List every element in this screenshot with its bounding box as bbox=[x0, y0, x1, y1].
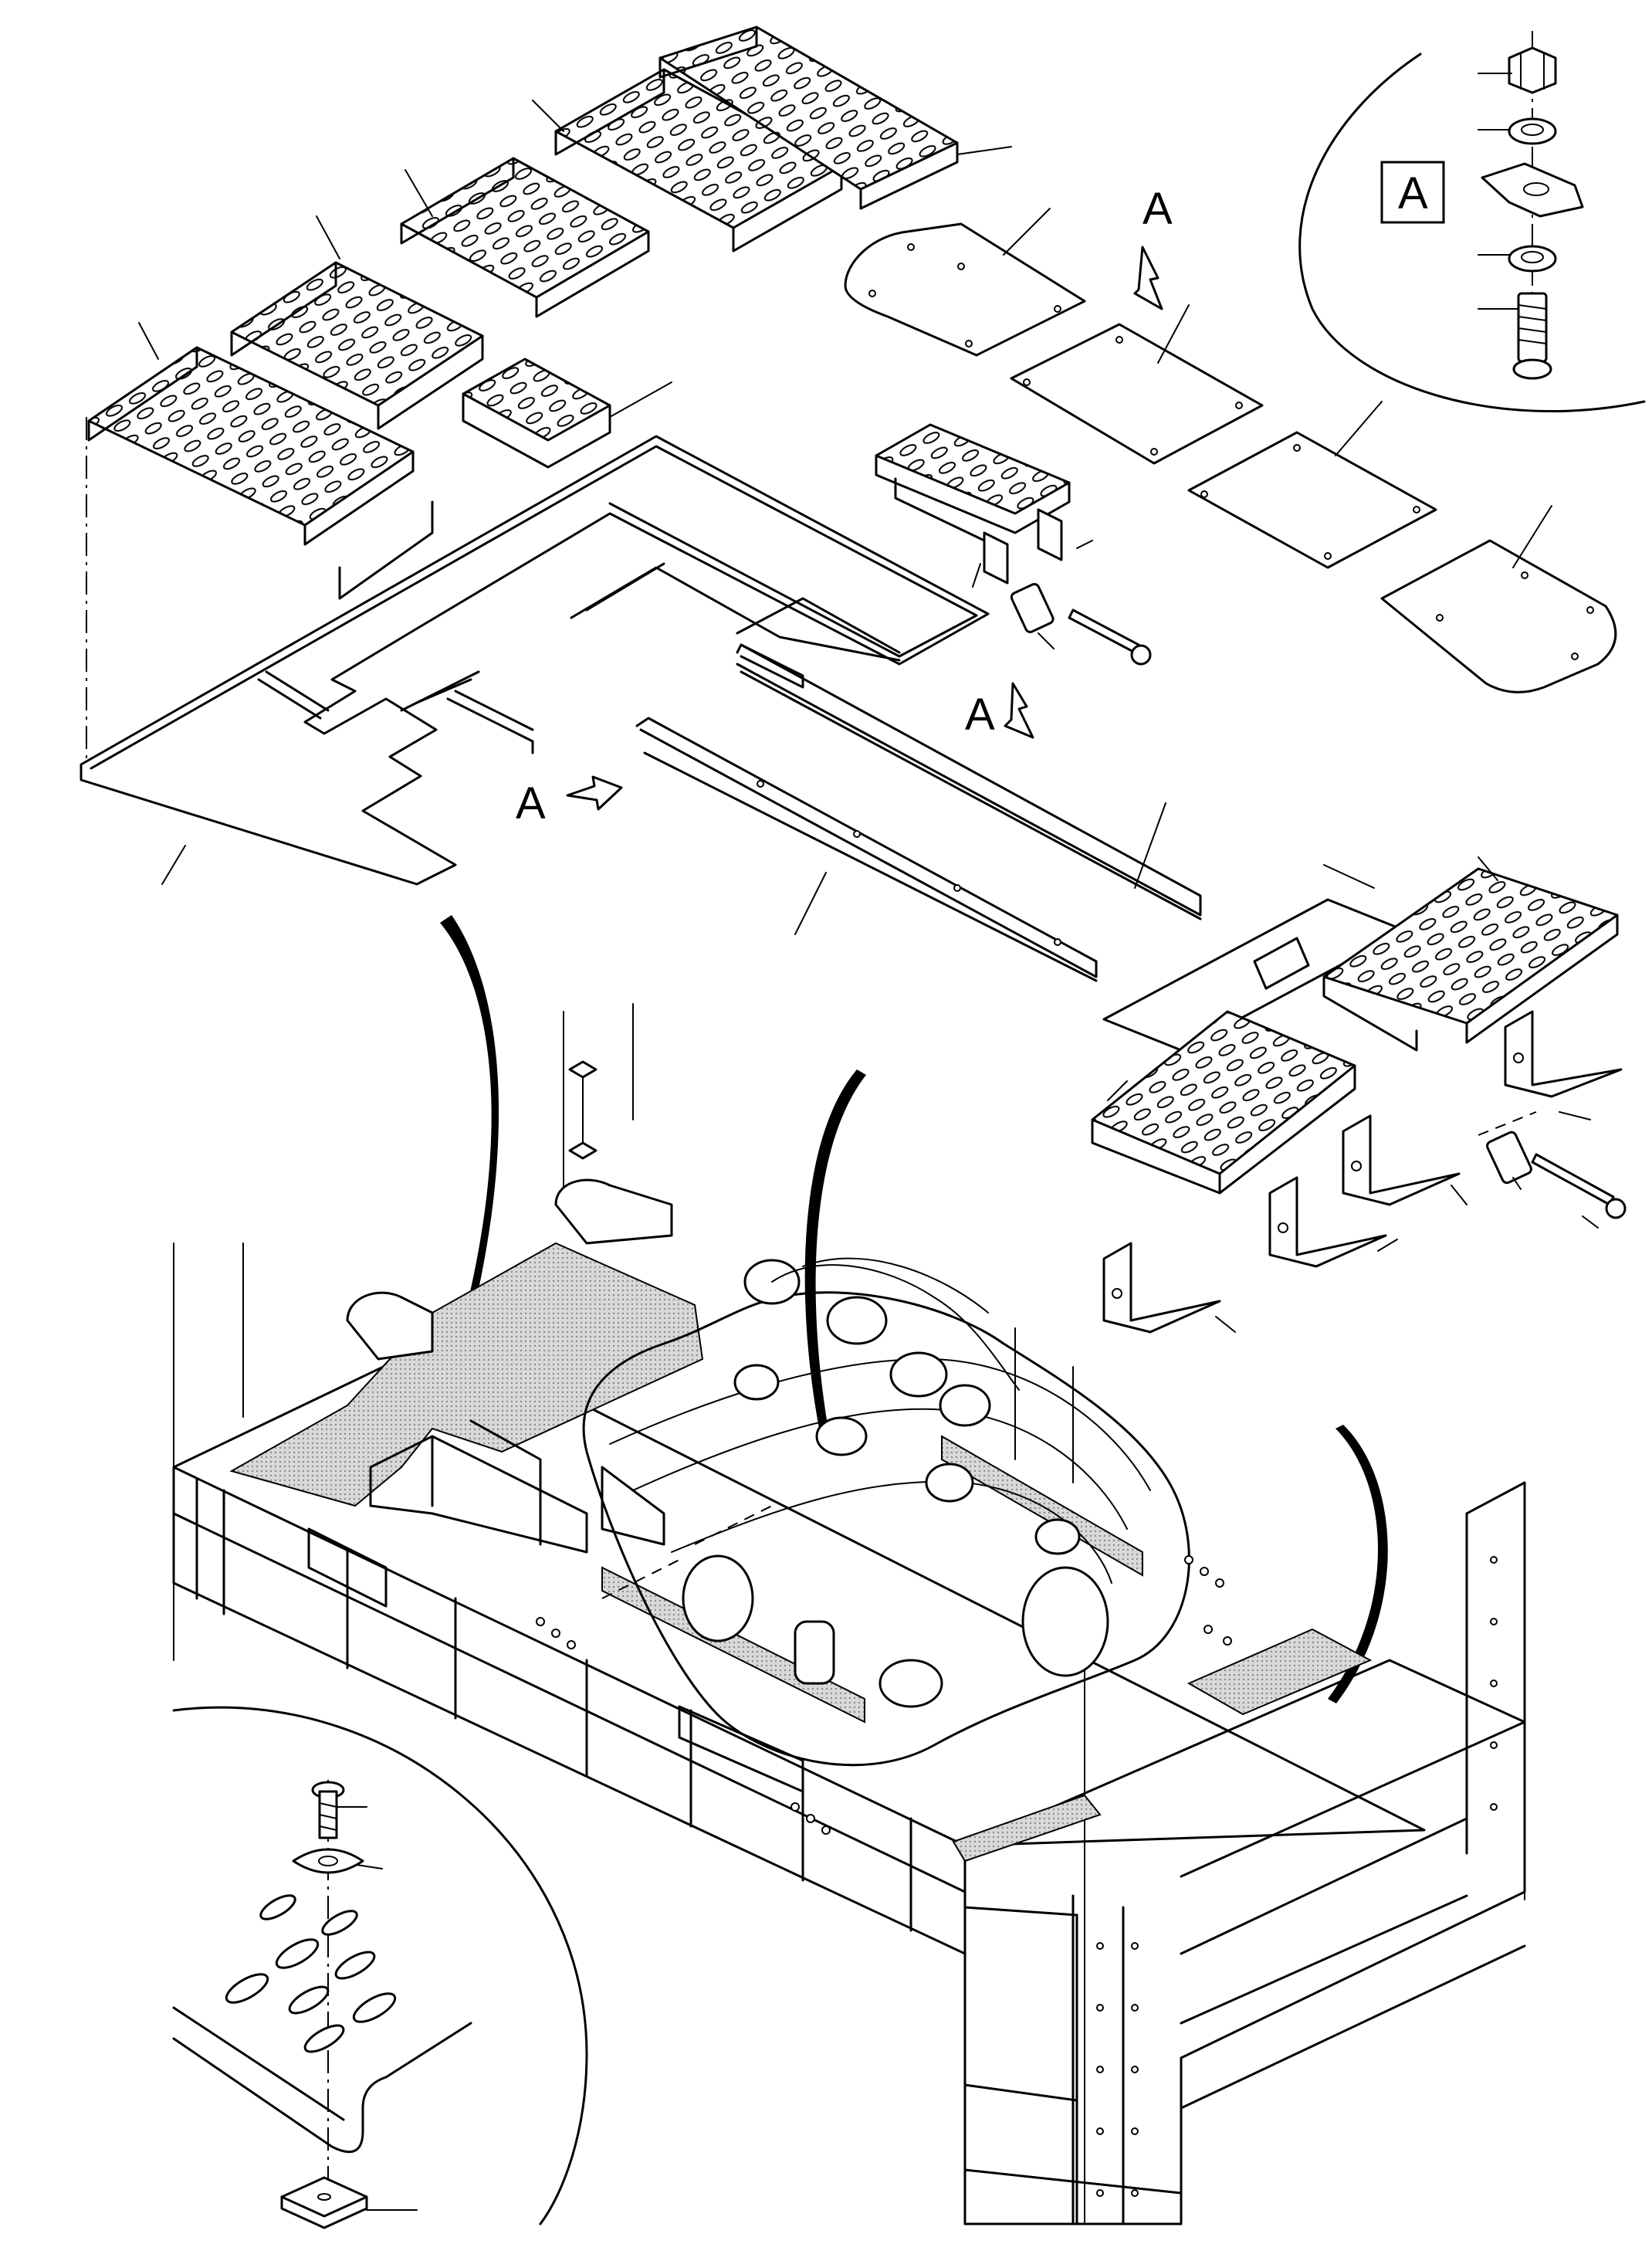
detail-a-label: A bbox=[1398, 168, 1428, 219]
view-a-label-top: A bbox=[1143, 184, 1173, 234]
detail-grating-clip bbox=[172, 1706, 588, 2229]
support-frame bbox=[80, 417, 1202, 982]
view-arrows: A A A bbox=[516, 184, 1173, 829]
placement-arcs bbox=[440, 915, 1388, 1703]
cover-plates bbox=[844, 208, 1617, 693]
base-frame-with-engine bbox=[172, 1003, 1526, 2225]
grating-2 bbox=[230, 215, 484, 430]
grating-1 bbox=[87, 322, 434, 600]
upper-gratings bbox=[87, 25, 1012, 600]
view-a-label-middle: A bbox=[965, 690, 995, 740]
grating-4 bbox=[532, 68, 843, 253]
step-assembly bbox=[875, 423, 1152, 666]
cover-plate-2 bbox=[1010, 323, 1264, 465]
detail-a-label-box bbox=[1380, 161, 1445, 224]
small-grating-step bbox=[462, 358, 672, 469]
view-a-label-left: A bbox=[516, 778, 546, 829]
cover-plate-1 bbox=[844, 222, 1086, 357]
detail-a-fastener-stack: A bbox=[1298, 31, 1646, 413]
cover-plate-4 bbox=[1380, 539, 1617, 693]
grating-3 bbox=[400, 157, 650, 318]
grating-5 bbox=[658, 25, 1012, 210]
right-step-assembly bbox=[1091, 856, 1627, 1334]
cover-plate-3 bbox=[1187, 431, 1437, 569]
